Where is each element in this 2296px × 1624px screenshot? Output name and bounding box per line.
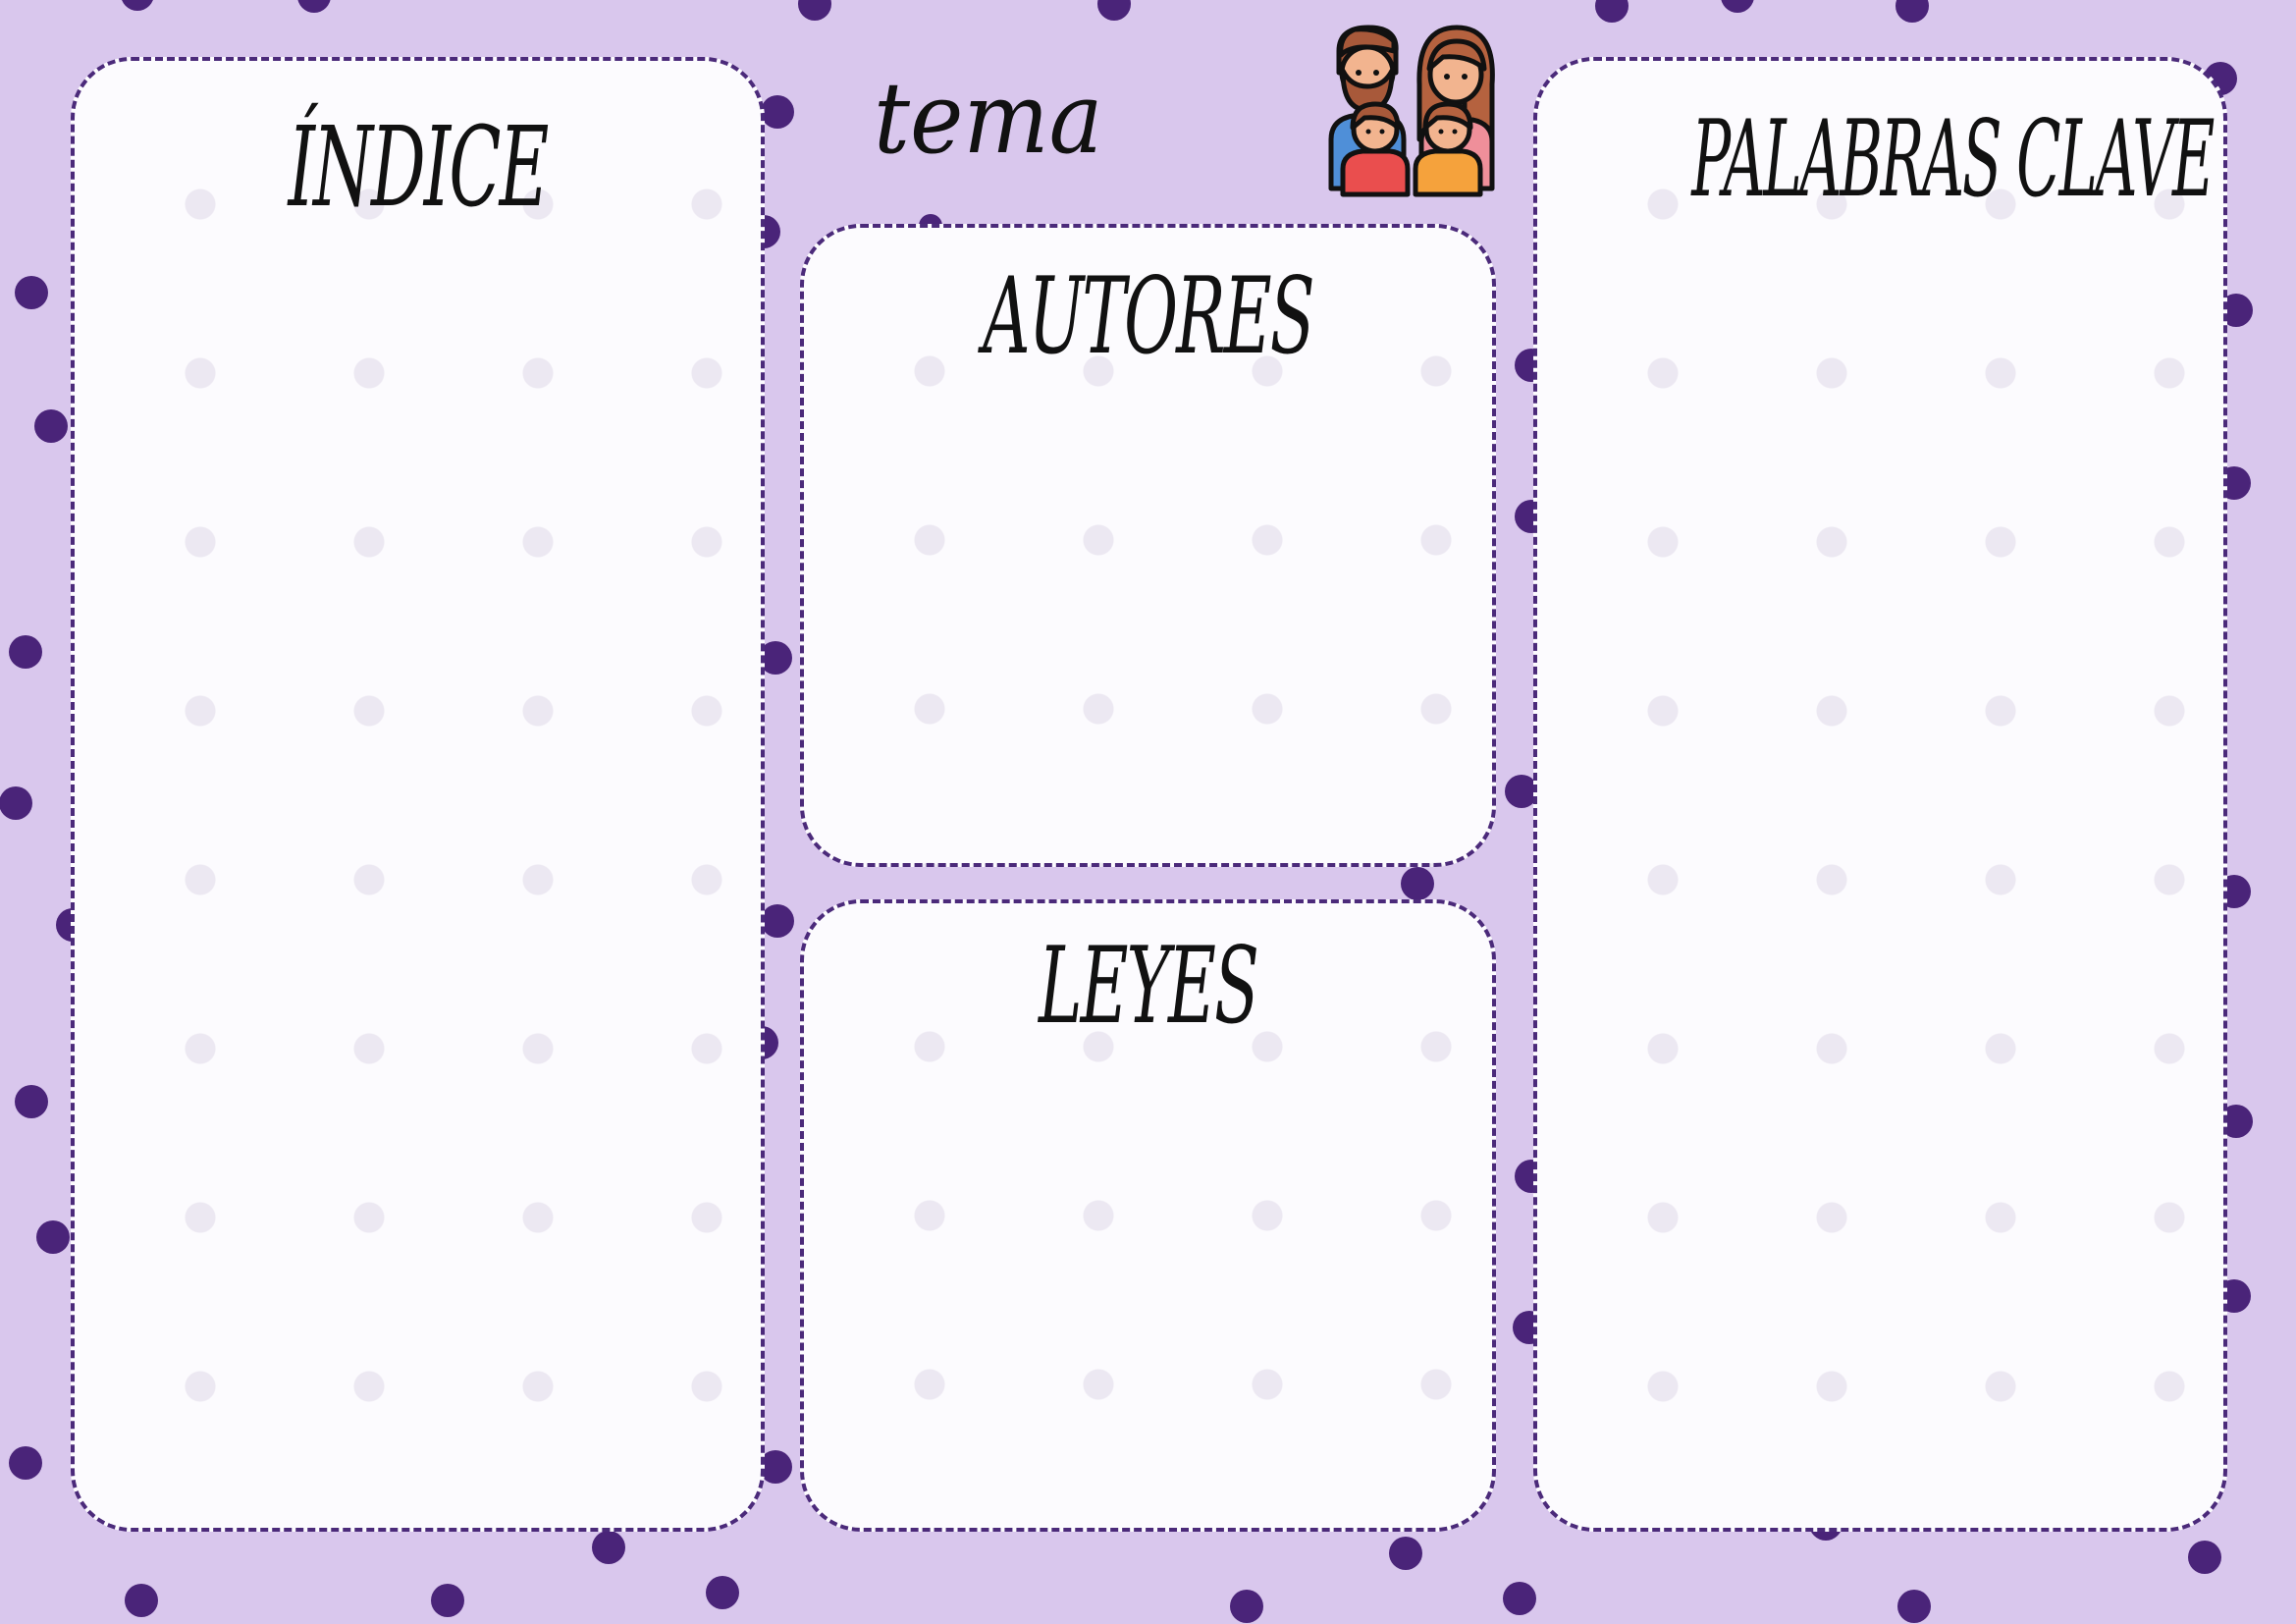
leyes-title: LEYES <box>1038 925 1259 1048</box>
indice-panel: ÍNDICE <box>71 57 765 1532</box>
family-icon <box>1328 25 1495 197</box>
autores-panel: AUTORES <box>800 224 1496 867</box>
tema-label: tema <box>874 61 1103 176</box>
autores-title: AUTORES <box>983 255 1314 378</box>
leyes-panel: LEYES <box>800 899 1496 1532</box>
palabras-clave-panel: PALABRAS CLAVE <box>1533 57 2227 1532</box>
indice-title: ÍNDICE <box>288 104 550 232</box>
palabras-clave-title: PALABRAS CLAVE <box>1691 98 2215 221</box>
